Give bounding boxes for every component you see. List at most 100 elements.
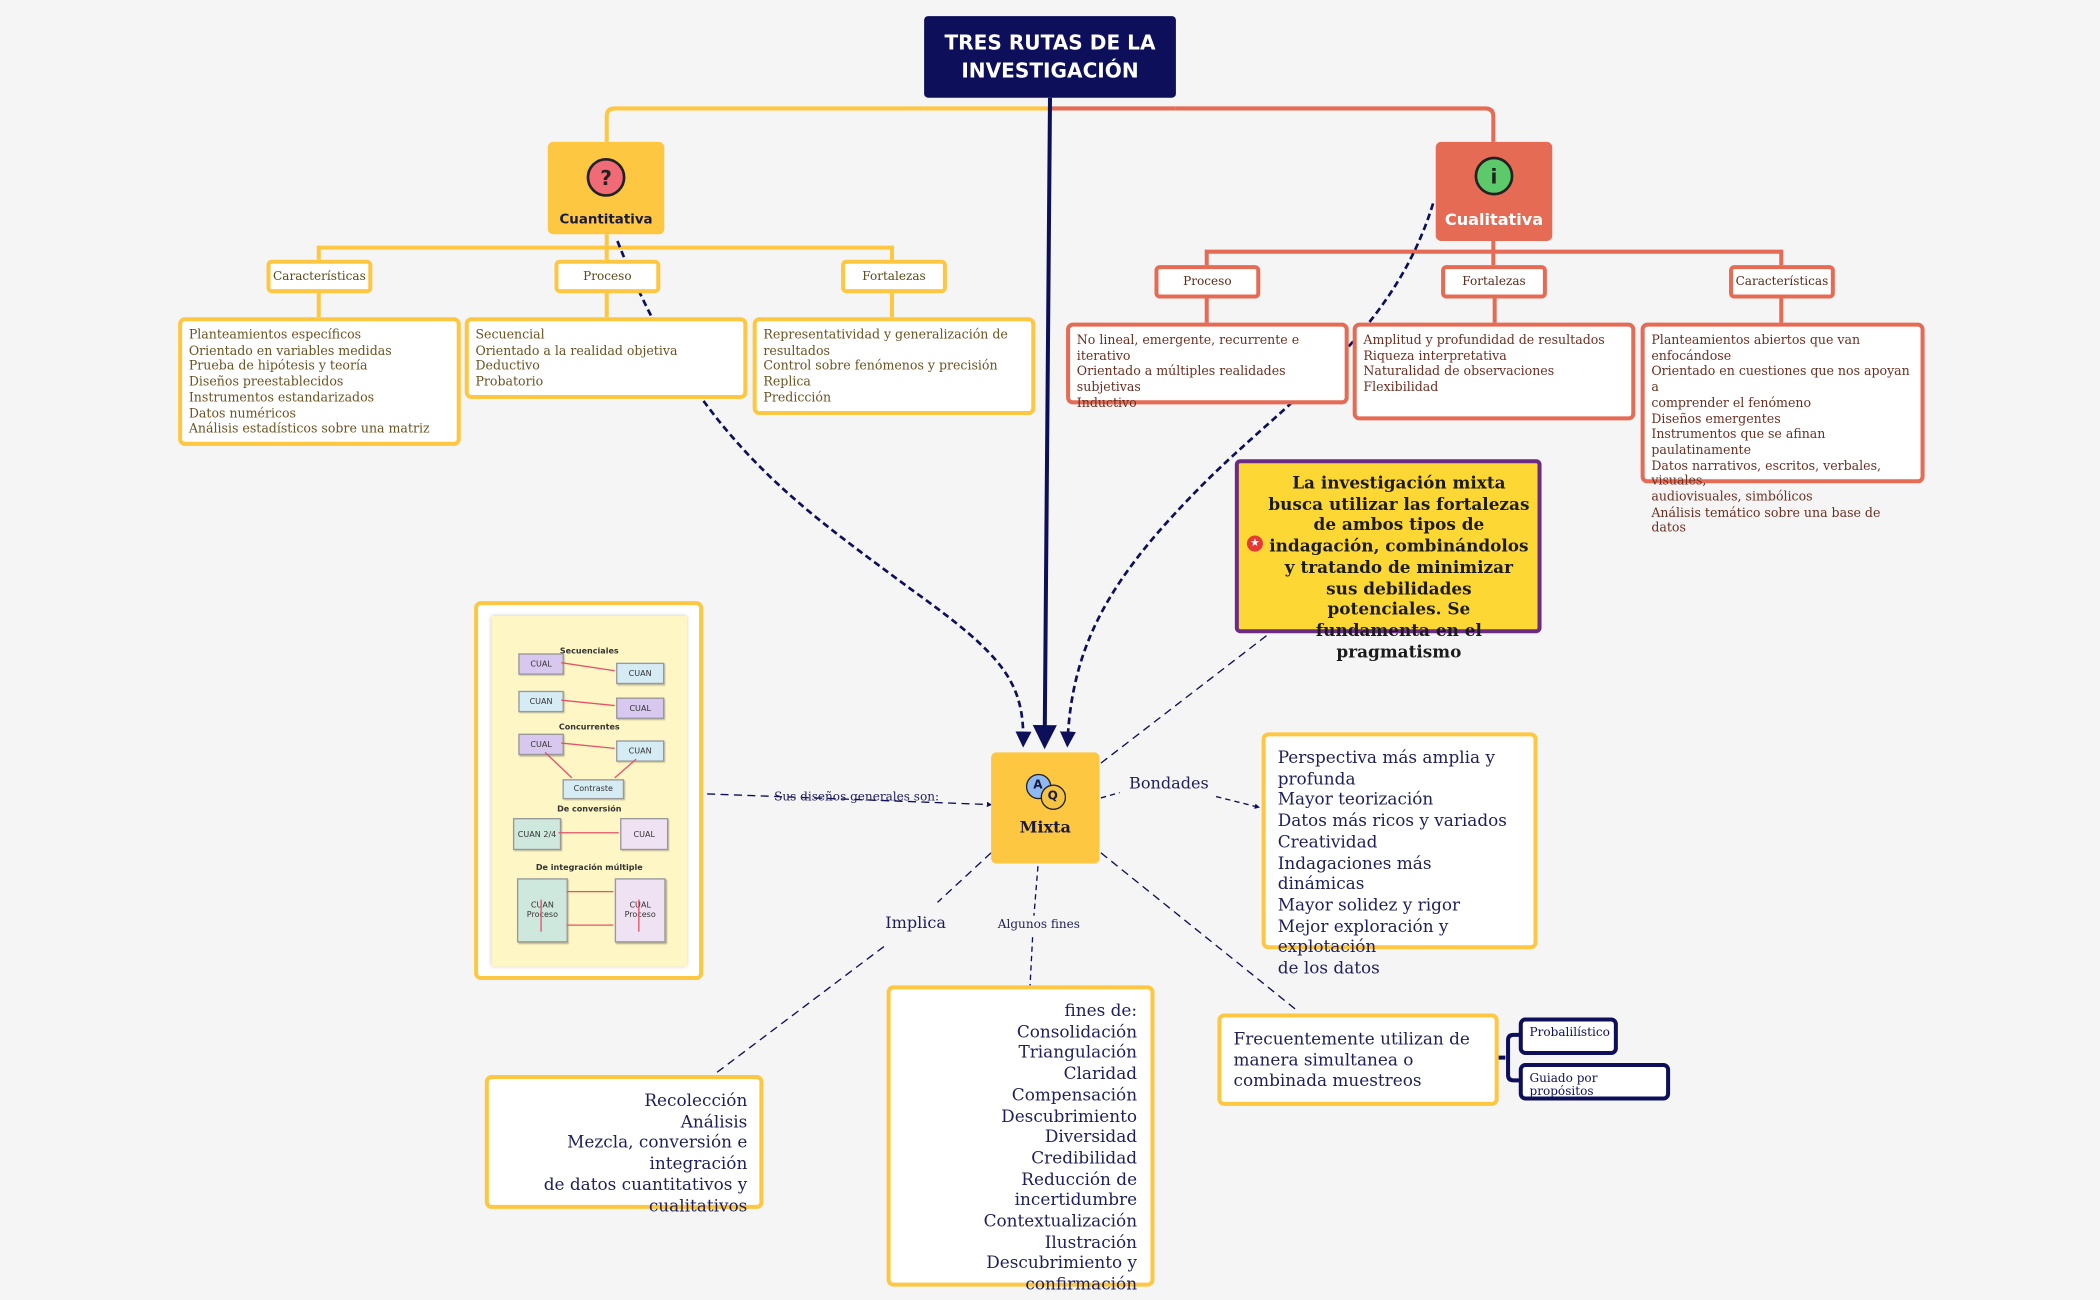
list-item: Representatividad y generalización de re…: [763, 328, 1008, 359]
designs-arrows: [540, 662, 640, 932]
link-mixed-sampling: [1100, 852, 1300, 1013]
qualitative-node[interactable]: i Cualitativa: [1435, 141, 1553, 241]
quant-process-chip[interactable]: Proceso: [554, 259, 661, 294]
list-item: Orientado en cuestiones que nos apoyan a…: [1651, 364, 1910, 411]
list-item: Reducción de incertidumbre: [1014, 1168, 1143, 1210]
section-multiple-integration: De integración múltiple: [535, 863, 643, 873]
link-fines-box: [1029, 937, 1034, 989]
qa-bubbles-icon: A Q: [1023, 771, 1069, 811]
list-item: Orientado a la realidad objetiva: [475, 343, 678, 359]
list-item: Replica: [763, 375, 811, 390]
card-cual: CUAL: [616, 697, 665, 719]
list-item: Recolección: [644, 1089, 748, 1110]
mixed-definition-callout[interactable]: La investigación mixta busca utilizar la…: [1234, 459, 1542, 661]
quant-strengths-box[interactable]: Representatividad y generalización de re…: [752, 317, 1036, 416]
list-item: Orientado en variables medidas: [188, 343, 392, 359]
list-item: Descubrimiento y confirmación: [986, 1252, 1143, 1294]
list-item: Predicción: [763, 390, 832, 406]
card-cual: CUAL: [620, 818, 669, 851]
benefits-box[interactable]: Perspectiva más amplia y profunda Mayor …: [1261, 732, 1538, 977]
link-mixed-fines: [1033, 866, 1039, 916]
link-mixed-callout: [1100, 632, 1271, 764]
arrow-title-mixed: [1032, 97, 1057, 750]
connector-qual-branches: [1204, 240, 1784, 266]
list-item: Análisis estadísticos sobre una matriz: [188, 422, 430, 437]
list-item: No lineal, emergente, recurrente e itera…: [1076, 333, 1304, 364]
question-bubble-icon: ?: [586, 157, 626, 197]
sampling-probabilistic[interactable]: Probalilístico: [1518, 1017, 1618, 1055]
designs-sheet: Secuenciales CUAL CUAN CUAN CUAL Concurr…: [491, 615, 688, 967]
list-item: Mayor solidez y rigor: [1277, 894, 1461, 915]
dashed-arrow-qual-mixed: [1059, 203, 1435, 748]
qual-process-box[interactable]: No lineal, emergente, recurrente e itera…: [1066, 322, 1349, 411]
section-sequential: Secuenciales: [559, 646, 619, 657]
list-item: Contextualización: [983, 1210, 1138, 1231]
qual-process-chip[interactable]: Proceso: [1154, 265, 1261, 299]
quant-characteristics-box[interactable]: Planteamientos específicos Orientado en …: [178, 317, 461, 446]
qual-strengths-box[interactable]: Amplitud y profundidad de resultados Riq…: [1352, 322, 1636, 421]
link-bondades-box: [1215, 795, 1260, 809]
list-item: Mayor teorización: [1277, 789, 1434, 810]
list-item: Planteamientos abiertos que van enfocánd…: [1651, 333, 1861, 364]
list-item: fines de:: [1064, 1000, 1138, 1021]
list-item: Probatorio: [475, 375, 544, 390]
list-item: Mezcla, conversión e integración de dato…: [543, 1131, 748, 1215]
sampling-purposive[interactable]: Guiado por propósitos: [1518, 1063, 1671, 1101]
purposes-box[interactable]: fines de: Consolidación Triangulación Cl…: [886, 985, 1155, 1293]
connector-quant-boxes: [316, 293, 894, 318]
quant-process-box[interactable]: Secuencial Orientado a la realidad objet…: [464, 317, 748, 399]
implies-box[interactable]: Recolección Análisis Mezcla, conversión …: [484, 1075, 764, 1215]
list-item: Deductivo: [475, 359, 540, 375]
list-item: Mejor exploración y explotación de los d…: [1277, 915, 1449, 978]
list-item: Naturalidad de observaciones: [1363, 364, 1555, 380]
list-item: Datos más ricos y variados: [1277, 810, 1507, 831]
card-cuan-24: CUAN 2/4: [512, 818, 562, 851]
list-item: Secuencial: [475, 328, 545, 343]
list-item: Triangulación: [1018, 1042, 1138, 1063]
list-item: Flexibilidad: [1363, 380, 1439, 396]
qualitative-label: Cualitativa: [1444, 210, 1544, 229]
star-icon: ★: [1246, 535, 1263, 552]
link-mixed-bondades: [1100, 791, 1120, 799]
quantitative-node[interactable]: ? Cuantitativa: [547, 141, 665, 235]
list-item: Compensación: [1011, 1084, 1138, 1105]
list-item: Descubrimiento: [1001, 1105, 1138, 1126]
link-designs-mixed: [707, 793, 993, 808]
quant-strengths-chip[interactable]: Fortalezas: [841, 259, 947, 294]
list-item: Control sobre fenómenos y precisión: [763, 359, 998, 375]
quantitative-label: Cuantitativa: [559, 212, 653, 228]
card-cuan: CUAN: [616, 740, 665, 762]
list-item: Orientado a múltiples realidades subjeti…: [1076, 364, 1290, 396]
list-item: Datos narrativos, escritos, verbales, vi…: [1651, 458, 1882, 505]
main-title[interactable]: TRES RUTAS DE LA INVESTIGACIÓN: [924, 16, 1176, 98]
card-cuan-process: CUAN Proceso: [516, 878, 568, 943]
purposes-edge-label: Algunos fines: [997, 918, 1080, 932]
list-item: Datos numéricos: [188, 406, 297, 422]
link-implica-box: [709, 945, 885, 1079]
qual-strengths-chip[interactable]: Fortalezas: [1441, 265, 1547, 299]
mixed-designs-image[interactable]: Secuenciales CUAL CUAN CUAN CUAL Concurr…: [474, 601, 704, 981]
section-concurrent: Concurrentes: [558, 722, 620, 733]
mixed-node[interactable]: A Q Mixta: [991, 752, 1100, 864]
sampling-box[interactable]: Frecuentemente utilizan de manera simult…: [1217, 1013, 1499, 1106]
qual-characteristics-box[interactable]: Planteamientos abiertos que van enfocánd…: [1640, 322, 1925, 536]
card-cual: CUAL: [518, 733, 564, 756]
list-item: Consolidación: [1016, 1021, 1138, 1042]
list-item: Claridad: [1063, 1063, 1138, 1084]
list-item: Diversidad: [1044, 1126, 1138, 1147]
list-item: Indagaciones más dinámicas: [1277, 852, 1437, 894]
qual-characteristics-chip[interactable]: Características: [1729, 265, 1835, 299]
quant-characteristics-chip[interactable]: Características: [266, 259, 373, 294]
list-item: Planteamientos específicos: [188, 328, 362, 343]
list-item: Ilustración: [1044, 1231, 1138, 1252]
designs-edge-label: Sus diseños generales son:: [774, 791, 940, 805]
benefits-edge-label: Bondades: [1129, 773, 1209, 793]
connector-title-qual: [1175, 106, 1496, 142]
connector-qual-boxes: [1204, 298, 1784, 323]
list-item: Riqueza interpretativa: [1363, 349, 1507, 364]
card-cual: CUAL: [518, 653, 564, 675]
connector-quant-branches: [316, 234, 894, 260]
info-bubble-icon: i: [1474, 156, 1514, 196]
